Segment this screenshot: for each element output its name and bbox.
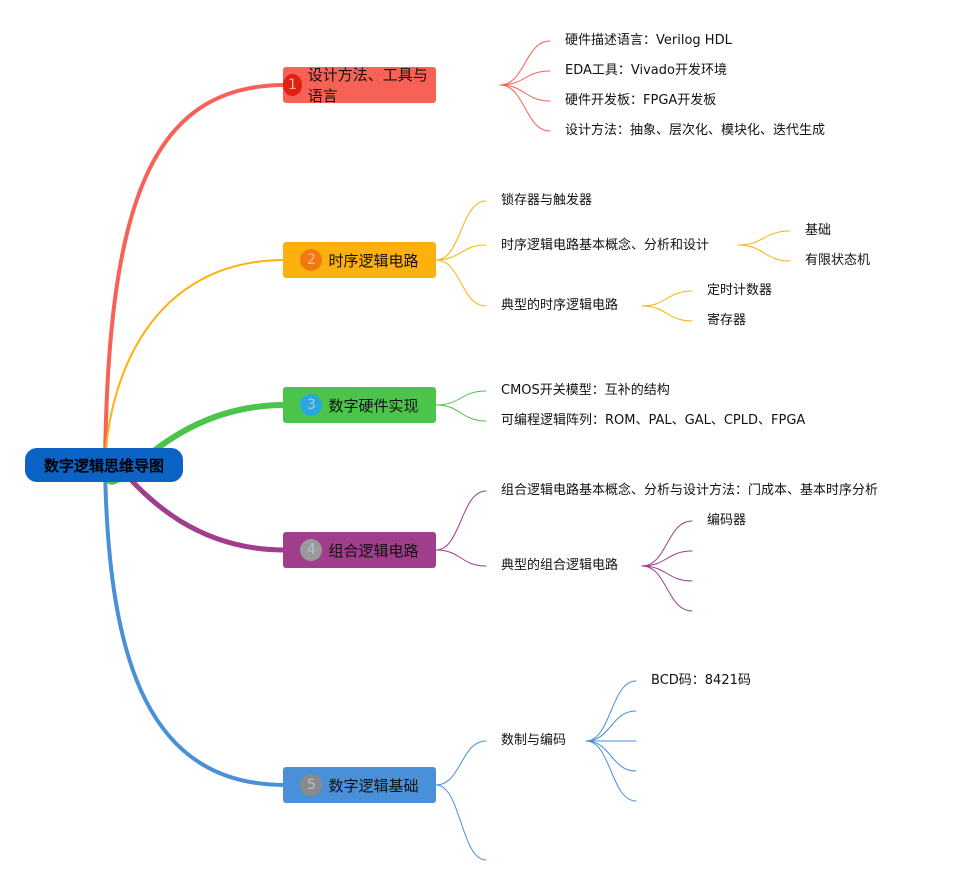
leaf-cmos[interactable]: CMOS开关模型：互补的结构 xyxy=(501,383,670,398)
number-badge: 1 xyxy=(283,74,302,96)
typical-seq-to-child-0 xyxy=(641,290,693,307)
branch-label: 设计方法、工具与语言 xyxy=(307,66,428,105)
branch-label: 组合逻辑电路 xyxy=(328,541,419,560)
leaf-counter[interactable]: 定时计数器 xyxy=(707,283,773,298)
leaf-method[interactable]: 设计方法：抽象、层次化、模块化、迭代生成 xyxy=(565,123,826,138)
number-badge: 2 xyxy=(300,249,323,271)
number-badge: 3 xyxy=(300,394,323,416)
branch4-to-leaf-0 xyxy=(435,490,487,551)
branch1-to-leaf-1 xyxy=(499,70,551,86)
root-to-branch-2 xyxy=(104,259,286,466)
branch3-to-leaf-1 xyxy=(435,404,487,422)
branch1-to-leaf-3 xyxy=(499,84,551,132)
root-node[interactable]: 数字逻辑思维导图 xyxy=(25,448,183,482)
branch5-to-leaf-0 xyxy=(435,740,487,786)
root-label: 数字逻辑思维导图 xyxy=(43,456,164,475)
branch2-to-leaf-0 xyxy=(435,200,487,261)
number-system-to-child-3 xyxy=(585,740,637,772)
typical-comb-to-child-2 xyxy=(641,565,693,582)
branch-label: 数字硬件实现 xyxy=(328,396,419,415)
number-system-to-child-1 xyxy=(585,710,637,742)
branch5-to-leaf-1 xyxy=(435,784,487,861)
leaf-fsm[interactable]: 有限状态机 xyxy=(805,253,871,268)
number-badge: 4 xyxy=(300,539,323,561)
leaf-typical-comb[interactable]: 典型的组合逻辑电路 xyxy=(501,558,619,573)
leaf-typical-seq[interactable]: 典型的时序逻辑电路 xyxy=(501,298,619,313)
branch2-to-leaf-1 xyxy=(435,244,487,261)
branch-label: 数字逻辑基础 xyxy=(328,776,419,795)
leaf-register[interactable]: 寄存器 xyxy=(707,313,747,328)
branch-hardware[interactable]: 3 数字硬件实现 xyxy=(283,387,436,423)
leaf-latch[interactable]: 锁存器与触发器 xyxy=(501,193,593,208)
root-to-branch-1 xyxy=(103,83,287,467)
leaf-hdl[interactable]: 硬件描述语言：Verilog HDL xyxy=(565,33,732,48)
branch-design-tools[interactable]: 1 设计方法、工具与语言 xyxy=(283,66,436,105)
number-system-to-child-0 xyxy=(585,680,637,742)
leaf-encoder[interactable]: 编码器 xyxy=(707,513,747,528)
typical-comb-to-child-1 xyxy=(641,550,693,567)
branch1-to-leaf-2 xyxy=(499,84,551,102)
branch1-to-leaf-0 xyxy=(499,40,551,86)
leaf-pla[interactable]: 可编程逻辑阵列：ROM、PAL、GAL、CPLD、FPGA xyxy=(501,413,806,428)
leaf-number-system[interactable]: 数制与编码 xyxy=(501,733,567,748)
leaf-basics[interactable]: 基础 xyxy=(805,223,832,238)
leaf-seq-basics[interactable]: 时序逻辑电路基本概念、分析和设计 xyxy=(501,238,710,253)
root-to-branch-5 xyxy=(103,463,287,787)
seq-basics-to-child-1 xyxy=(737,244,791,262)
leaf-bcd[interactable]: BCD码：8421码 xyxy=(651,673,751,688)
branch4-to-leaf-1 xyxy=(435,549,487,567)
branch-label: 时序逻辑电路 xyxy=(328,251,419,270)
branch-basics[interactable]: 5 数字逻辑基础 xyxy=(283,767,436,803)
leaf-comb-basics[interactable]: 组合逻辑电路基本概念、分析与设计方法：门成本、基本时序分析 xyxy=(501,483,879,498)
branch-combinational[interactable]: 4 组合逻辑电路 xyxy=(283,532,436,568)
number-system-to-child-4 xyxy=(585,740,637,802)
branch3-to-leaf-0 xyxy=(435,390,487,406)
typical-comb-to-child-3 xyxy=(641,565,693,612)
branch-sequential[interactable]: 2 时序逻辑电路 xyxy=(283,242,436,278)
leaf-eda[interactable]: EDA工具：Vivado开发环境 xyxy=(565,63,727,78)
leaf-board[interactable]: 硬件开发板：FPGA开发板 xyxy=(565,93,717,108)
number-badge: 5 xyxy=(300,774,323,796)
typical-comb-to-child-0 xyxy=(641,520,693,567)
branch2-to-leaf-2 xyxy=(435,259,487,307)
typical-seq-to-child-1 xyxy=(641,305,693,322)
seq-basics-to-child-0 xyxy=(737,230,791,246)
